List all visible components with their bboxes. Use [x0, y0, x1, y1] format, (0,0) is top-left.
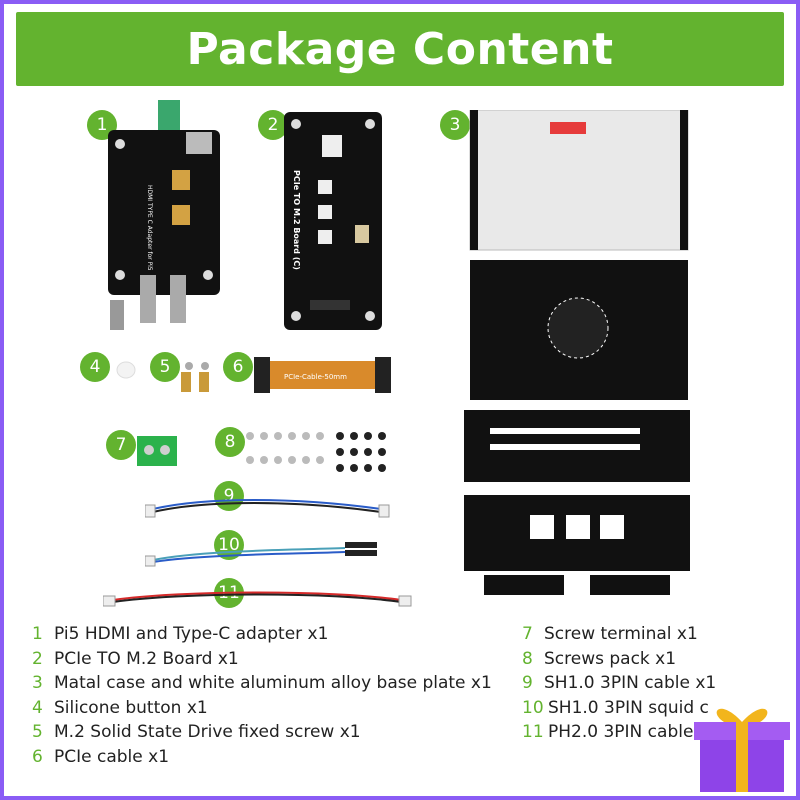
board1-label: HDMI TYPE C Adapter for Pi5 [146, 185, 153, 271]
page-title: Package Content [186, 23, 614, 75]
badge-9: 9 [214, 481, 244, 511]
badge-3: 3 [440, 110, 470, 140]
sh10-3pin-cable-image [145, 499, 390, 518]
board2-label: PCIe TO M.2 Board (C) [292, 170, 301, 270]
sh10-squid-cable-image [145, 542, 377, 567]
ssd-screw-image [181, 362, 209, 392]
silicone-button-image [116, 361, 136, 379]
hdmi-adapter-board-image: HDMI TYPE C Adapter for Pi5 [108, 100, 220, 330]
badge-7: 7 [106, 430, 136, 460]
pcie-m2-board-image: PCIe TO M.2 Board (C) [284, 112, 382, 330]
gift-box-icon [694, 708, 790, 792]
metal-case-image [464, 110, 690, 595]
cable6-label: PCIe-Cable-50mm [284, 373, 347, 381]
badge-2: 2 [258, 110, 288, 140]
badge-8: 8 [215, 427, 245, 457]
badge-4: 4 [80, 352, 110, 382]
screw-terminal-image [137, 436, 177, 466]
badge-5: 5 [150, 352, 180, 382]
screws-pack-image [246, 432, 386, 472]
ph20-3pin-cable-image [103, 591, 412, 607]
header-banner: Package Content [16, 12, 784, 86]
pcie-cable-image: PCIe-Cable-50mm [254, 357, 391, 393]
badge-6: 6 [223, 352, 253, 382]
